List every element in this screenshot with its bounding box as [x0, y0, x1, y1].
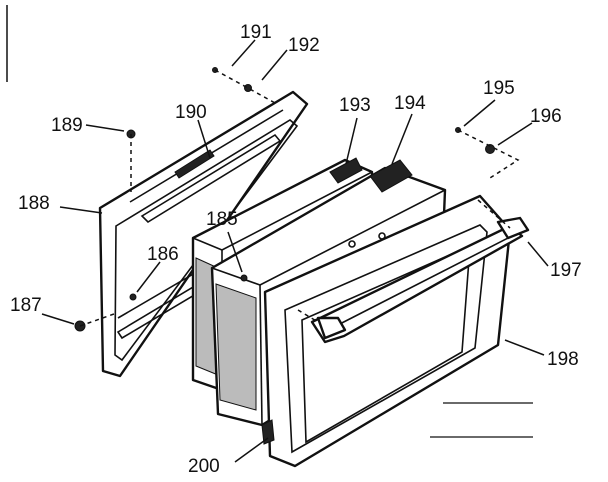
label-191: 191	[240, 22, 272, 43]
fasteners	[74, 67, 495, 332]
label-192: 192	[288, 35, 320, 56]
label-197: 197	[550, 260, 582, 281]
screw-192	[244, 84, 252, 92]
label-193: 193	[339, 95, 371, 116]
label-198: 198	[547, 349, 579, 370]
label-195: 195	[483, 78, 515, 99]
label-194: 194	[394, 93, 426, 114]
assembly-lines	[79, 69, 520, 327]
screw-186	[129, 293, 137, 301]
label-189: 189	[51, 115, 83, 136]
screw-185	[240, 274, 248, 282]
part-197-door-handle	[310, 216, 530, 344]
label-186: 186	[147, 244, 179, 265]
leader-lines	[41, 39, 549, 463]
label-188: 188	[18, 193, 50, 214]
label-190: 190	[175, 102, 207, 123]
label-196: 196	[530, 106, 562, 127]
label-187: 187	[10, 295, 42, 316]
label-185: 185	[206, 209, 238, 230]
label-200: 200	[188, 456, 220, 477]
part-200-gasket	[261, 419, 275, 445]
